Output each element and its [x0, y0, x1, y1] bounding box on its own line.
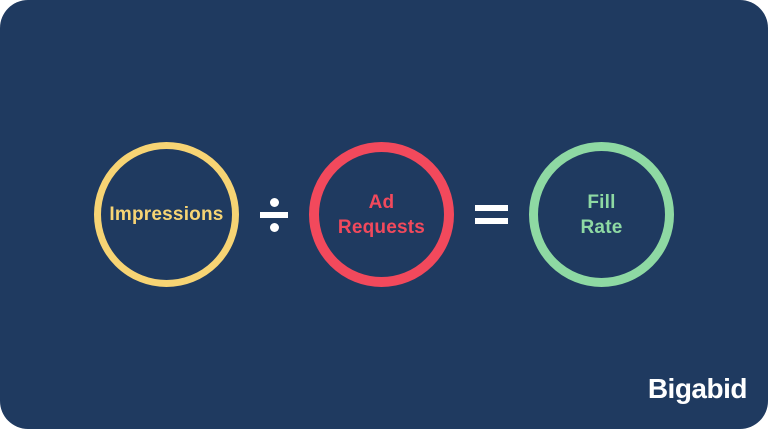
fill-rate-circle: Fill Rate: [529, 142, 674, 287]
fill-rate-label: Fill Rate: [580, 191, 623, 238]
divide-dot-top: [269, 197, 279, 207]
equals-icon: [475, 205, 508, 224]
divide-dot-bottom: [269, 222, 279, 232]
impressions-label: Impressions: [109, 204, 224, 225]
divide-icon: [260, 197, 288, 232]
ad-requests-label: Ad Requests: [337, 191, 426, 238]
impressions-circle: Impressions: [94, 142, 239, 287]
equals-bar-top: [475, 205, 508, 211]
ad-requests-circle: Ad Requests: [309, 142, 454, 287]
divide-bar: [260, 211, 288, 218]
bigabid-logo: Bigabid: [647, 373, 748, 404]
equals-bar-bottom: [475, 218, 508, 224]
